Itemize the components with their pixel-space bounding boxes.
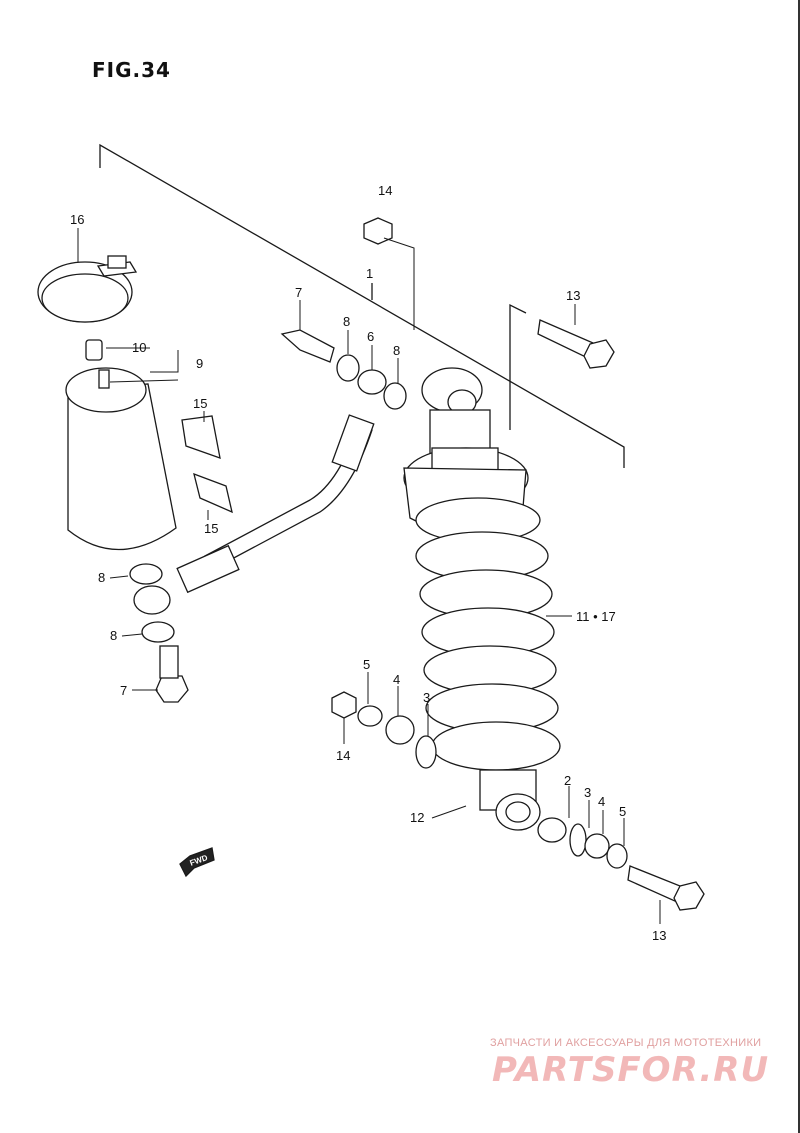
reservoir-hose [176, 414, 375, 594]
copper-washer [129, 354, 407, 643]
figure-title: FIG.34 [92, 58, 171, 82]
lower-mount [479, 769, 541, 831]
valve-cap [85, 339, 103, 361]
label-8-a: 8 [343, 314, 350, 329]
label-11-17: 11 • 17 [576, 609, 616, 624]
label-16: 16 [70, 212, 84, 227]
page-border [798, 0, 800, 1133]
label-7-top: 7 [295, 285, 302, 300]
nut-washer-set [331, 691, 437, 769]
label-6: 6 [367, 329, 374, 344]
callout-labels: 1 2 3 3 4 4 5 5 6 7 7 8 8 8 8 9 10 11 • … [70, 183, 666, 943]
protector-pad [181, 415, 233, 514]
bushing-set [537, 817, 628, 869]
label-2: 2 [564, 773, 571, 788]
label-1: 1 [366, 266, 373, 281]
hose-clamp [37, 255, 138, 323]
label-8-b: 8 [393, 343, 400, 358]
label-9: 9 [196, 356, 203, 371]
label-13-bottom: 13 [652, 928, 666, 943]
label-7-bottom: 7 [120, 683, 127, 698]
lock-nut [363, 217, 393, 245]
label-3-right: 3 [584, 785, 591, 800]
lower-bolt [627, 865, 705, 911]
gas-reservoir [65, 367, 177, 551]
coil-spring [415, 497, 561, 771]
banjo-fitting [133, 369, 387, 615]
label-13-top: 13 [566, 288, 580, 303]
banjo-bolt [155, 329, 335, 703]
label-14-top: 14 [378, 183, 392, 198]
label-14-bottom: 14 [336, 748, 350, 763]
watermark-tagline: ЗАПЧАСТИ И АКСЕССУАРЫ ДЛЯ МОТОТЕХНИКИ [490, 1037, 762, 1049]
label-15-bottom: 15 [204, 521, 218, 536]
label-4-right: 4 [598, 794, 605, 809]
watermark-logo: PARTSFOR.RU [492, 1050, 770, 1090]
label-8-c: 8 [98, 570, 105, 585]
label-10: 10 [132, 340, 146, 355]
label-3-left: 3 [423, 690, 430, 705]
label-4-left: 4 [393, 672, 400, 687]
label-8-d: 8 [110, 628, 117, 643]
leader-lines [109, 300, 661, 924]
label-5-left: 5 [363, 657, 370, 672]
mounting-bolt [537, 319, 615, 369]
label-15-top: 15 [193, 396, 207, 411]
assembly-bracket [99, 143, 625, 468]
label-5-right: 5 [619, 804, 626, 819]
label-12: 12 [410, 810, 424, 825]
forward-arrow-icon: FWD [179, 847, 215, 878]
